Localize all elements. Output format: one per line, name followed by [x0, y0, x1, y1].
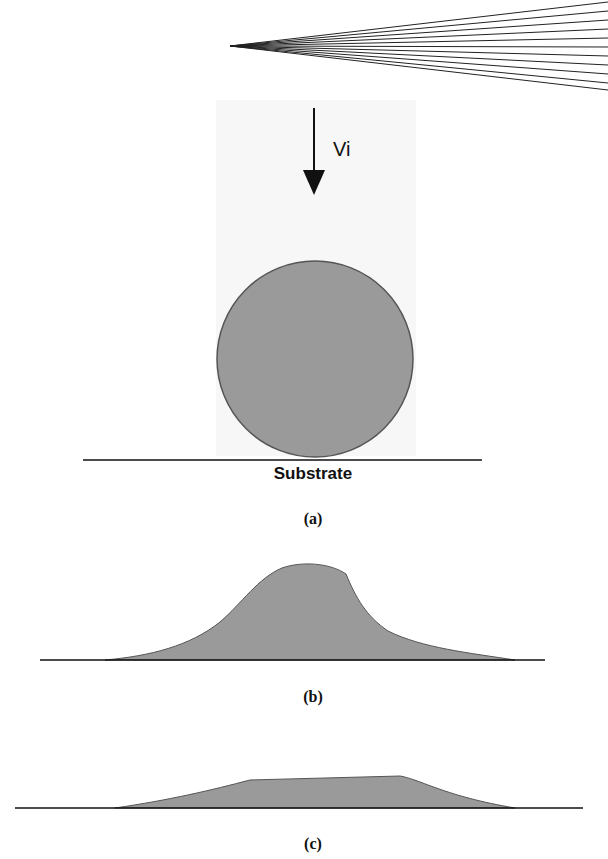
spreading-droplet [105, 564, 515, 660]
background-panel [216, 100, 416, 456]
droplet [217, 261, 413, 457]
panel-label: (b) [303, 688, 323, 706]
velocity-label: Vi [333, 138, 350, 160]
substrate-line [40, 659, 545, 661]
arrow-head [303, 170, 325, 195]
panel-label: (c) [304, 835, 322, 853]
spray-fan [230, 2, 608, 90]
substrate-line [15, 807, 583, 809]
velocity-arrow [313, 108, 315, 172]
panel-label: (a) [304, 510, 323, 528]
splat [115, 776, 515, 808]
substrate-line [83, 459, 482, 461]
substrate-label: Substrate [274, 465, 352, 484]
